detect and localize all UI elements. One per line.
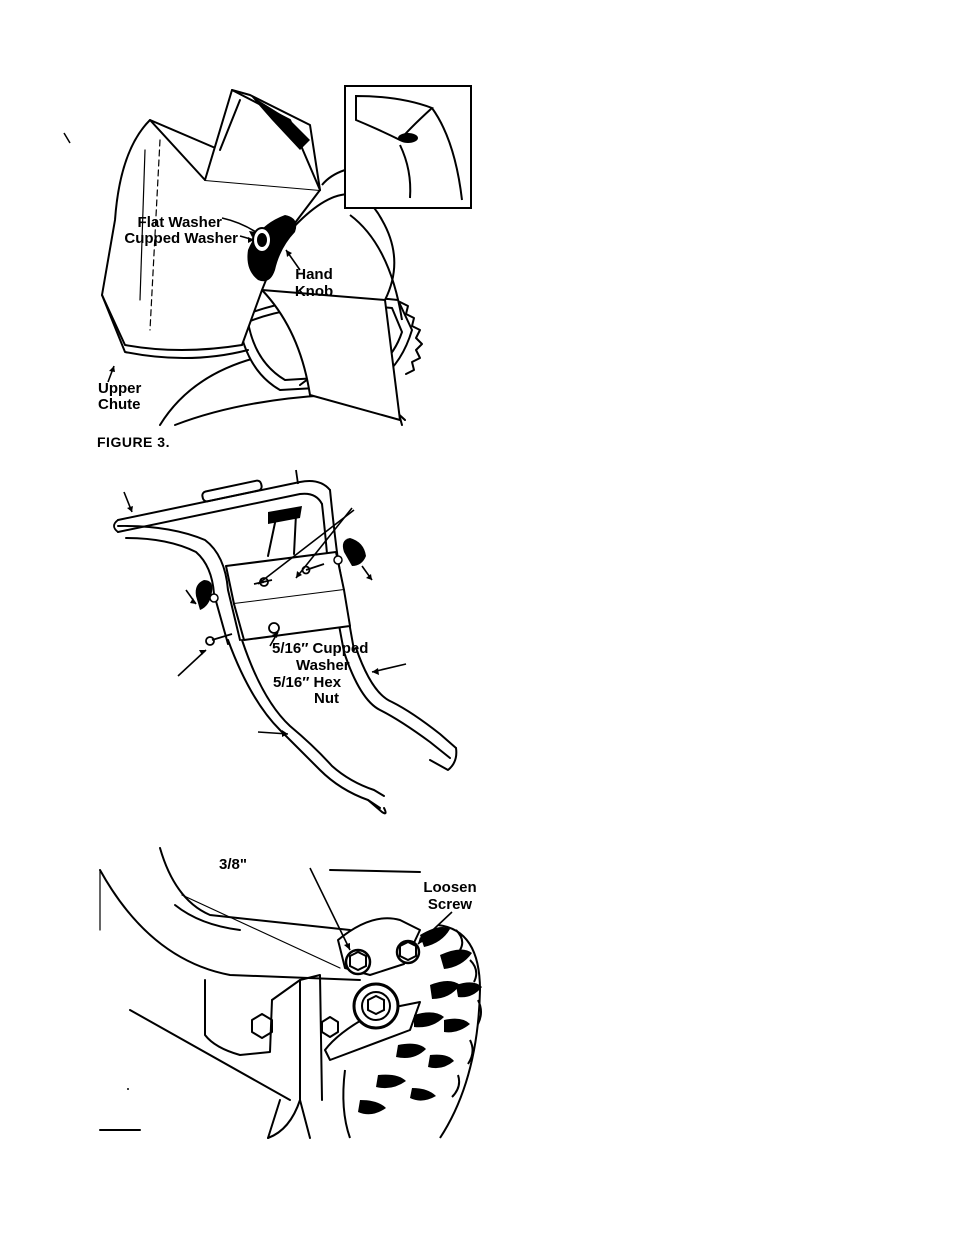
bolt-3-8-label: 3/8" bbox=[219, 856, 247, 873]
figure-3-caption: FIGURE 3. bbox=[97, 434, 170, 450]
loosen-screw-label-line1: Loosen bbox=[418, 879, 482, 896]
wheel-assembly-illustration bbox=[0, 830, 954, 1140]
detail-inset bbox=[345, 86, 471, 208]
handle-assembly-illustration bbox=[0, 460, 954, 820]
upper-chute-label-line2: Chute bbox=[98, 396, 141, 413]
bolt-3-8-icon bbox=[346, 950, 370, 974]
handle-drawing bbox=[0, 460, 954, 820]
cupped-washer-5-16-label-line2: Washer bbox=[296, 657, 350, 674]
upper-chute-label-line1: Upper bbox=[98, 380, 141, 397]
cupped-washer-label: Cupped Washer bbox=[110, 230, 238, 247]
loosen-screw-label-line2: Screw bbox=[418, 896, 482, 913]
wheel-drawing bbox=[0, 830, 954, 1140]
flat-washer-label: Flat Washer bbox=[110, 214, 222, 231]
hex-nut-5-16-label-line2: Nut bbox=[314, 690, 339, 707]
loosen-screw-icon bbox=[397, 941, 419, 963]
axle-hub-icon bbox=[354, 984, 398, 1028]
hand-knob-label-line2: Knob bbox=[292, 283, 336, 300]
hex-nut-5-16-label-line1: 5/16″ Hex bbox=[273, 674, 341, 691]
hand-knob-label-line1: Hand bbox=[292, 266, 336, 283]
right-handle-knob-icon bbox=[334, 538, 366, 566]
left-handle-knob-icon bbox=[196, 580, 218, 610]
cupped-washer-5-16-label-line1: 5/16″ Cupped bbox=[272, 640, 368, 657]
